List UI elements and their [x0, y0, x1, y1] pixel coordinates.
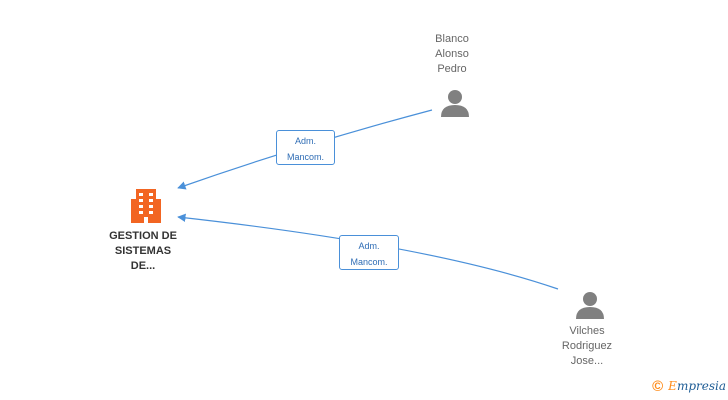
person-label-line: Vilches [569, 325, 605, 337]
brand-name: Empresia [668, 379, 726, 393]
person-icon[interactable] [575, 290, 605, 320]
person-icon[interactable] [440, 88, 470, 118]
person-label-line: Jose... [570, 355, 604, 367]
person-label-vilches[interactable]: Vilches Rodriguez Jose... [546, 324, 628, 369]
company-label-line: DE... [130, 260, 156, 272]
relation-label-line: Adm. [358, 241, 380, 251]
relation-label[interactable]: Adm. Mancom. [339, 235, 399, 270]
relation-label-line: Mancom. [350, 257, 388, 267]
brand-logo: © Empresia [652, 376, 726, 396]
relation-label-line: Mancom. [286, 152, 324, 162]
person-label-line: Alonso [435, 48, 469, 60]
relation-label[interactable]: Adm. Mancom. [276, 130, 335, 165]
person-label-blanco[interactable]: Blanco Alonso Pedro [412, 32, 492, 77]
person-label-line: Blanco [435, 33, 469, 45]
company-label[interactable]: GESTION DE SISTEMAS DE... [102, 229, 184, 274]
building-icon[interactable] [130, 189, 162, 223]
company-label-line: GESTION DE [109, 230, 177, 242]
person-label-line: Pedro [437, 63, 467, 75]
company-label-line: SISTEMAS [114, 245, 172, 257]
edge-vilches-to-company [177, 213, 559, 290]
brand-rest: mpresia [676, 379, 726, 393]
brand-initial: E [668, 379, 677, 393]
copyright-icon: © [652, 377, 664, 395]
person-label-line: Rodriguez [561, 340, 613, 352]
relation-label-line: Adm. [294, 136, 316, 146]
